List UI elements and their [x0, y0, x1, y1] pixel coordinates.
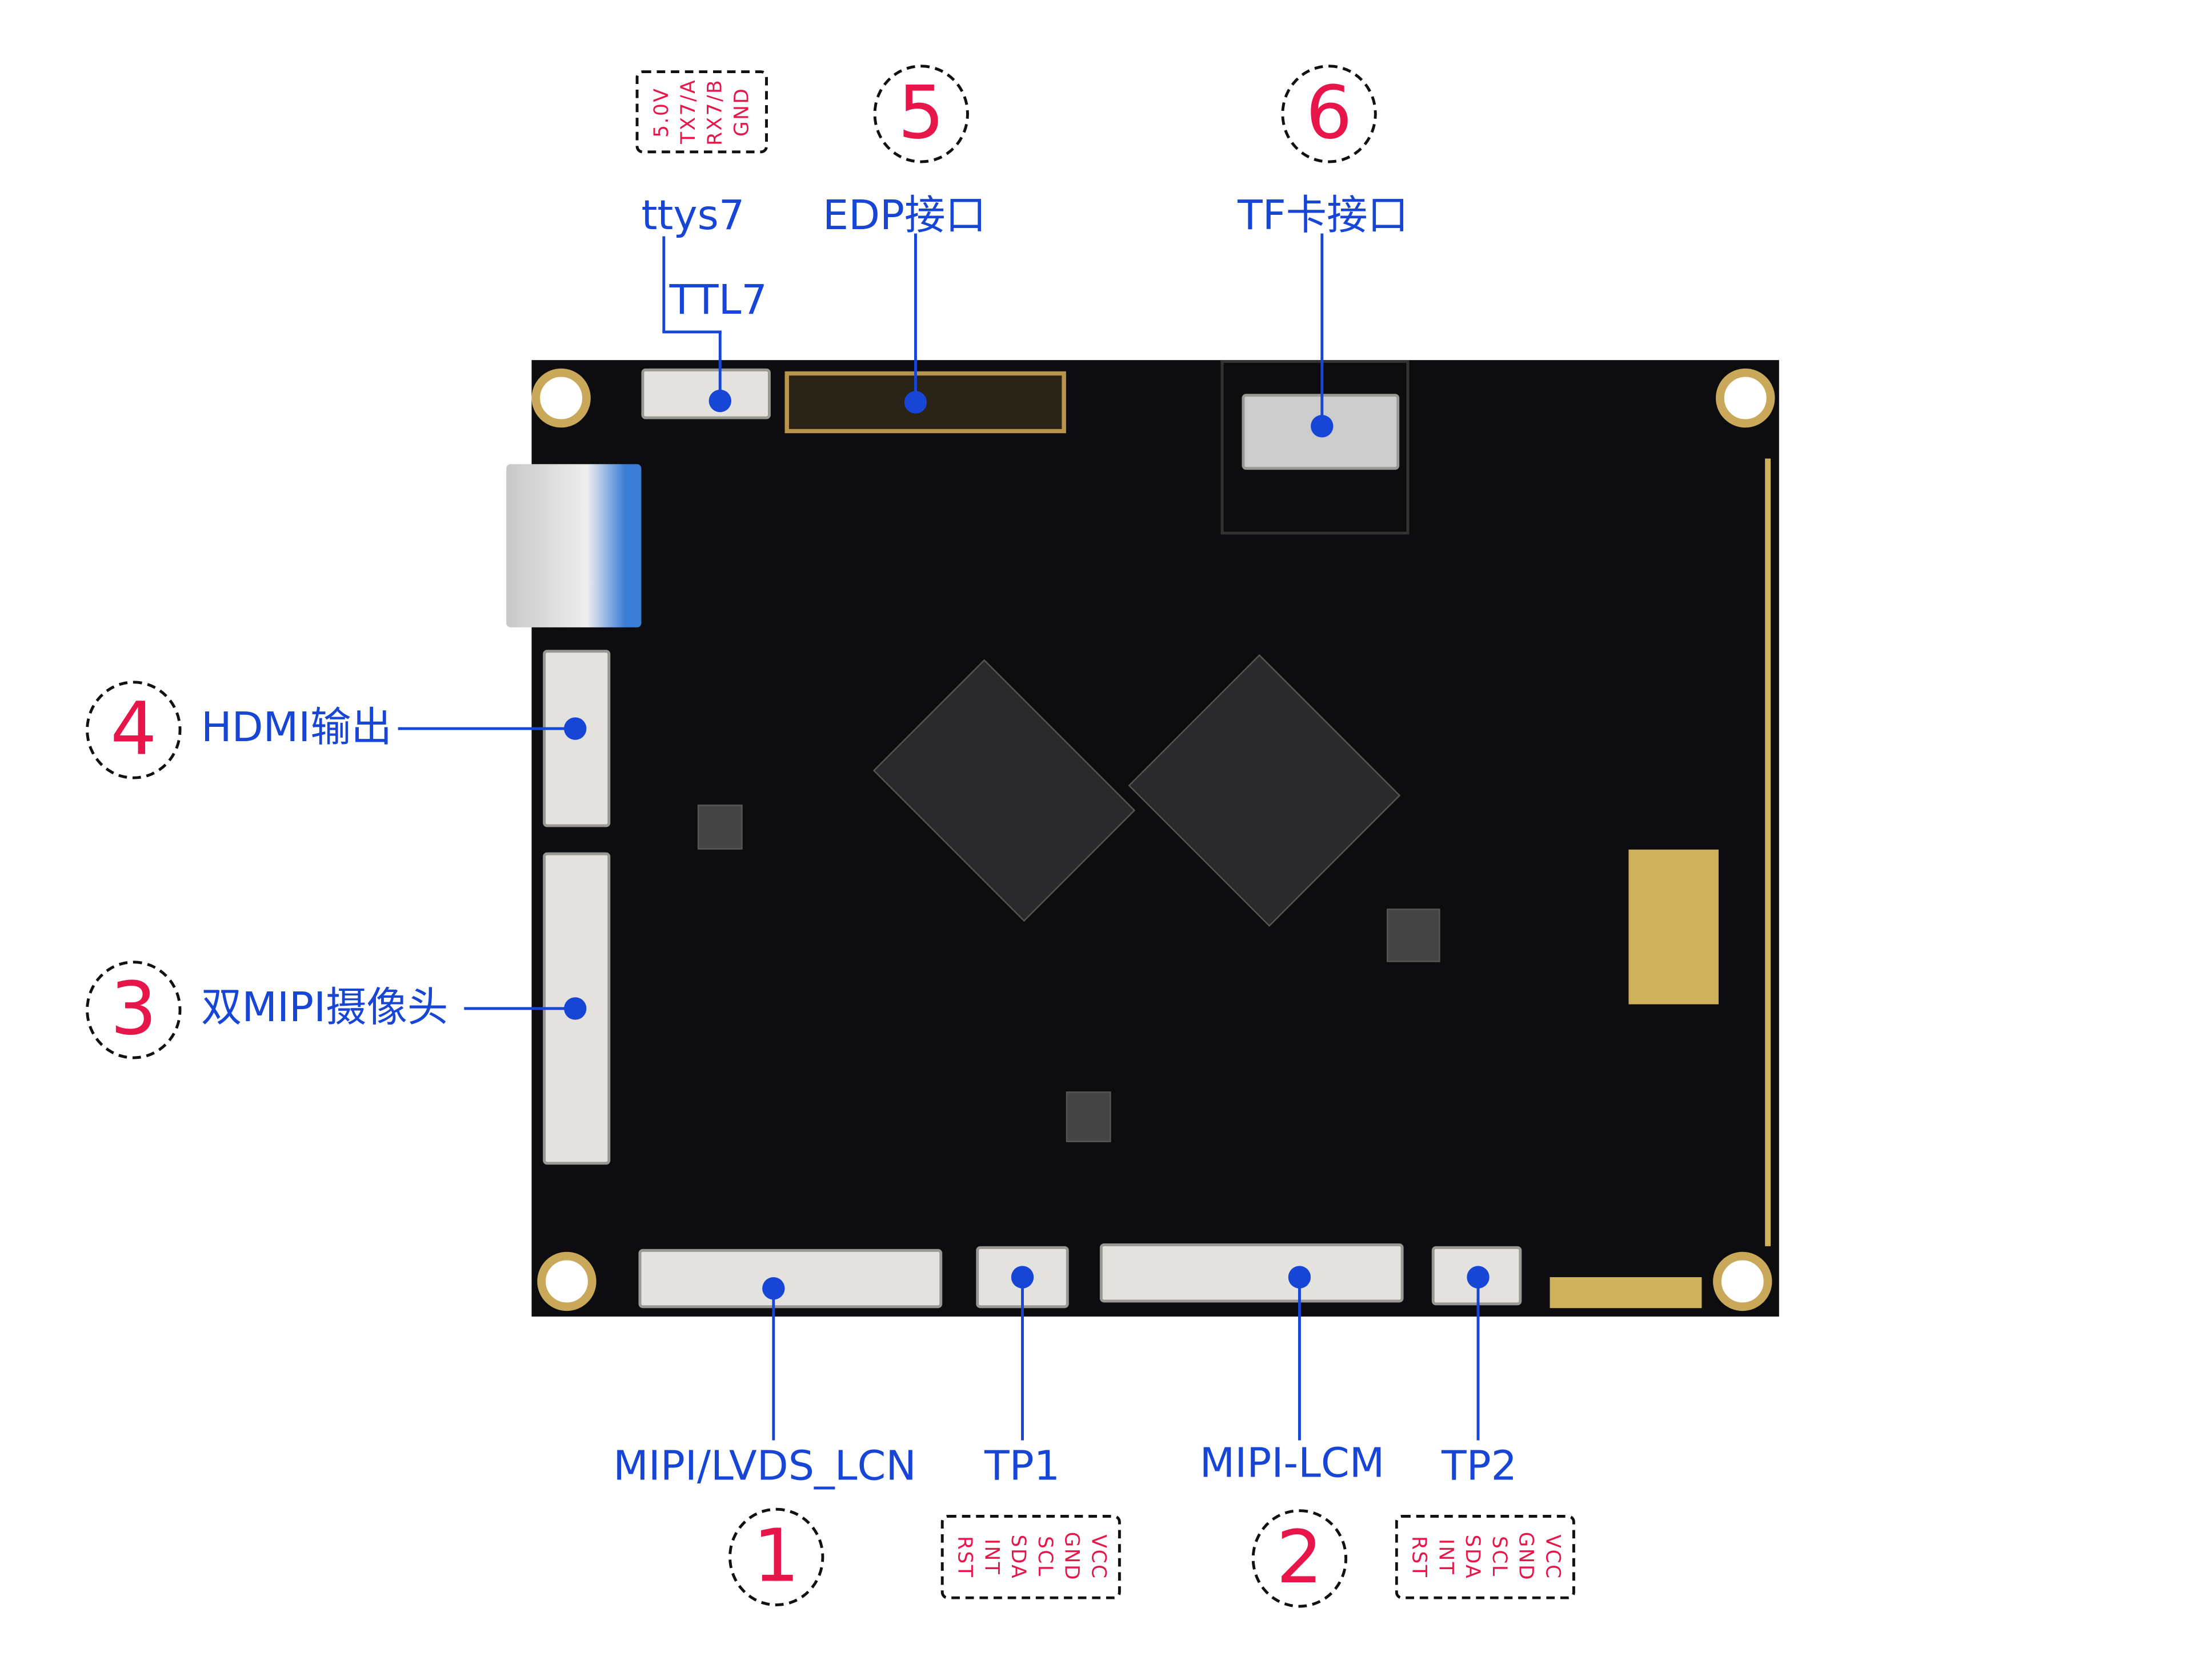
pin-label: GND — [1059, 1532, 1083, 1582]
edp-label: EDP接口 — [822, 191, 986, 239]
edp-connector — [784, 371, 1066, 434]
tf-label: TF卡接口 — [1238, 191, 1408, 239]
tp2-label: TP2 — [1442, 1442, 1518, 1490]
marker-dot — [564, 997, 587, 1020]
pmic-area — [1128, 654, 1401, 927]
leader-line — [1320, 233, 1324, 426]
ttl-pinout-box: 5.0V TX7/A RX7/B GND — [635, 70, 768, 154]
mount-hole — [537, 1251, 596, 1311]
pin-label: TX7/A — [677, 79, 700, 145]
pin-label: RST — [952, 1535, 976, 1578]
mipi-connector — [1099, 1243, 1404, 1303]
pin-label: INT — [1434, 1538, 1456, 1576]
pin-label: GND — [730, 87, 754, 137]
ttl-connector — [641, 368, 771, 419]
inductor — [1066, 1091, 1111, 1142]
pin-label: RST — [1407, 1535, 1430, 1578]
tf-frame — [1220, 360, 1410, 535]
pin-label: SDA — [1460, 1534, 1483, 1580]
lvds-connector — [638, 1249, 943, 1309]
lvds-label: MIPI/LVDS_LCN — [613, 1442, 916, 1490]
pin-label: SCL — [1487, 1536, 1510, 1578]
marker-dot — [708, 389, 731, 413]
mount-hole — [1716, 368, 1775, 428]
tp1-label: TP1 — [984, 1442, 1060, 1490]
pin-label: INT — [979, 1538, 1002, 1576]
number-2: 2 — [1251, 1509, 1348, 1608]
gold-pad — [1628, 849, 1719, 1005]
number-4: 4 — [86, 681, 182, 779]
marker-dot — [762, 1277, 785, 1300]
mount-hole — [1713, 1251, 1772, 1311]
ttl7-label: TTL7 — [669, 275, 767, 324]
leader-line — [718, 330, 722, 401]
pin-label: VCC — [1086, 1534, 1109, 1580]
edge-trace — [1765, 458, 1771, 1246]
pin-label: SCL — [1032, 1536, 1056, 1578]
mount-hole — [531, 368, 591, 428]
leader-line — [772, 1288, 775, 1441]
marker-dot — [1011, 1266, 1034, 1289]
leader-line — [662, 236, 666, 332]
pin-label: 5.0V — [650, 86, 673, 137]
number-1: 1 — [728, 1507, 824, 1607]
pin-label: SDA — [1006, 1534, 1029, 1580]
marker-dot — [564, 717, 587, 740]
usb-port — [506, 464, 642, 627]
number-3: 3 — [86, 961, 182, 1059]
marker-dot — [904, 391, 927, 414]
tp2-pinout-box: VCC GND SCL SDA INT RST — [1395, 1515, 1575, 1599]
number-5: 5 — [873, 65, 969, 163]
camera-label: 双MIPI摄像头 — [201, 983, 449, 1031]
inductor — [697, 804, 743, 850]
leader-line — [662, 330, 722, 334]
marker-dot — [1288, 1266, 1311, 1289]
tp1-pinout-box: VCC GND SCL SDA INT RST — [940, 1515, 1121, 1599]
marker-dot — [1467, 1266, 1490, 1289]
inductor — [1387, 909, 1440, 962]
leader-line — [1021, 1277, 1024, 1441]
leader-line — [464, 1007, 575, 1010]
leader-line — [1476, 1277, 1480, 1441]
leader-line — [914, 233, 917, 402]
leader-line — [398, 727, 575, 730]
circuit-board — [531, 360, 1779, 1317]
gold-pad — [1550, 1277, 1702, 1309]
leader-line — [1298, 1277, 1301, 1441]
pin-label: VCC — [1540, 1534, 1563, 1580]
mipi-lcm-label: MIPI-LCM — [1199, 1439, 1385, 1487]
marker-dot — [1311, 415, 1334, 438]
number-6: 6 — [1281, 65, 1377, 163]
ttys7-label: ttys7 — [641, 191, 745, 239]
soc-area — [872, 659, 1136, 922]
pin-label: GND — [1514, 1532, 1537, 1582]
hdmi-label: HDMI输出 — [201, 703, 393, 751]
pin-label: RX7/B — [703, 78, 727, 146]
